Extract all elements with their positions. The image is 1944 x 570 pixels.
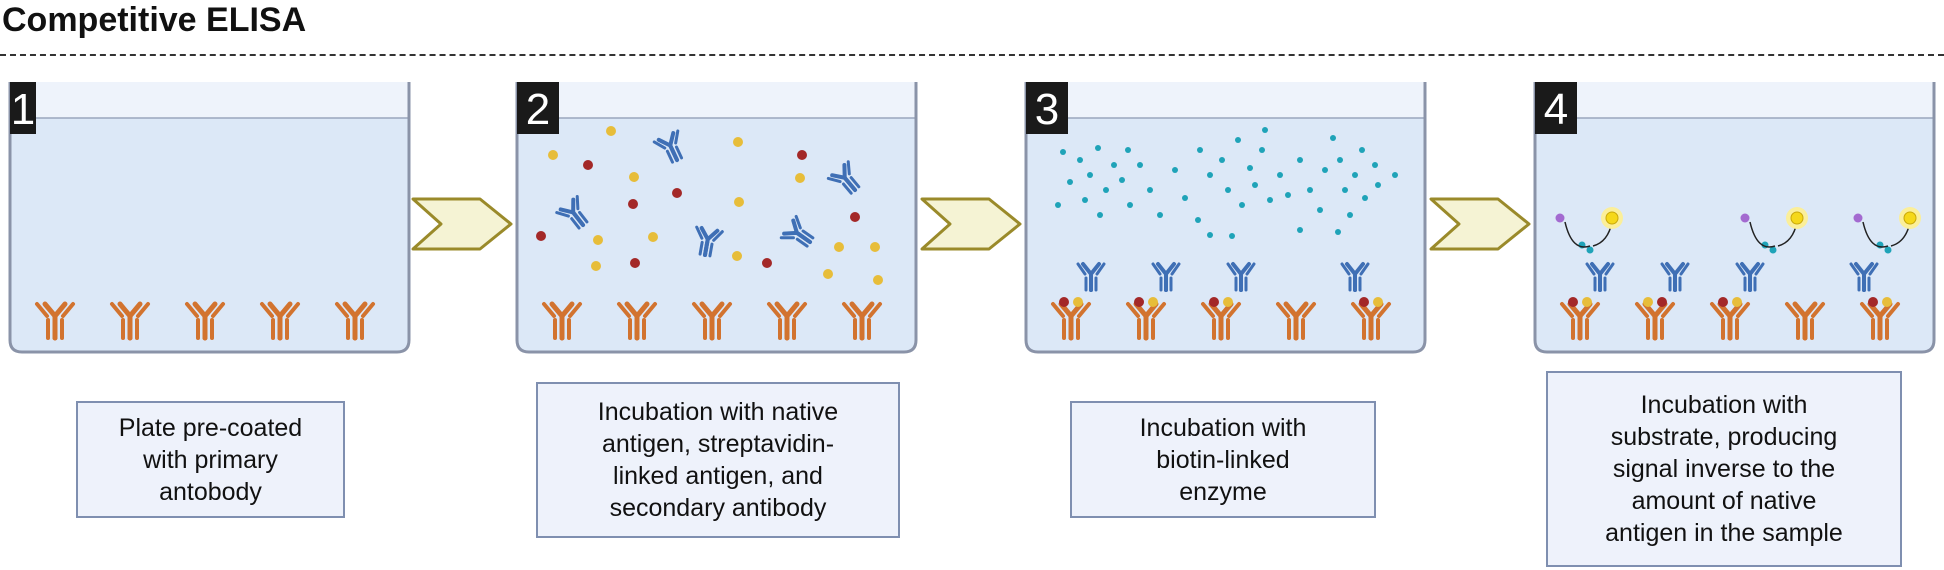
step-2-native-antigens [536, 150, 860, 268]
step-2-caption-line: Incubation with native [597, 398, 839, 426]
step-2-caption: Incubation with native antigen, streptav… [536, 382, 900, 538]
step-1-caption: Plate pre-coated with primary antobody [76, 401, 345, 518]
step-3-bound-antigens [1059, 297, 1383, 307]
diagram-title: Competitive ELISA [2, 1, 307, 39]
step-1-caption-line: Plate pre-coated [118, 413, 303, 442]
step-3-caption: Incubation with biotin-linked enzyme [1070, 401, 1376, 518]
step-4-number-badge [1535, 82, 1577, 134]
step-2-number: 2 [526, 85, 550, 134]
step-2-streptavidin-linked-antigens [548, 126, 883, 285]
step-3-number-badge [1026, 82, 1068, 134]
step-arrow-3 [1429, 197, 1531, 251]
step-1-caption-line: antobody [159, 477, 262, 506]
step-1-caption-line: with primary [143, 445, 278, 474]
step-2-caption-line: linked antigen, and [613, 462, 823, 490]
step-1-number: 1 [11, 85, 35, 134]
step-4-signal-bursts [1601, 207, 1921, 229]
step-2-caption-line: antigen, streptavidin- [601, 430, 835, 458]
step-1-well: 1 [8, 82, 411, 354]
step-arrow-1 [411, 197, 513, 251]
step-4-substrate-molecules [1555, 213, 1863, 223]
step-4-caption-line: amount of native [1631, 487, 1817, 515]
step-arrow-2 [920, 197, 1022, 251]
step-4-number: 4 [1544, 85, 1568, 134]
step-4-caption: Incubation with substrate, producing sig… [1546, 371, 1902, 567]
step-4-well: 4 [1533, 82, 1936, 354]
step-4-bound-antigens [1568, 297, 1892, 307]
step-3-caption-line: biotin-linked [1156, 445, 1290, 474]
step-1-number-badge [10, 82, 36, 134]
step-3-caption-line: enzyme [1179, 477, 1267, 506]
step-4-caption-line: substrate, producing [1610, 423, 1838, 451]
step-4-caption-line: signal inverse to the [1612, 455, 1836, 483]
step-2-well: 2 [515, 82, 918, 354]
step-4-caption-line: Incubation with [1640, 391, 1808, 419]
step-2-caption-line: secondary antibody [609, 494, 827, 522]
title-divider [0, 54, 1944, 56]
step-3-biotin-linked-enzymes [1055, 127, 1398, 239]
step-2-number-badge [517, 82, 559, 134]
step-3-number: 3 [1035, 85, 1059, 134]
step-4-caption-line: antigen in the sample [1605, 519, 1843, 547]
step-3-caption-line: Incubation with [1139, 413, 1307, 442]
